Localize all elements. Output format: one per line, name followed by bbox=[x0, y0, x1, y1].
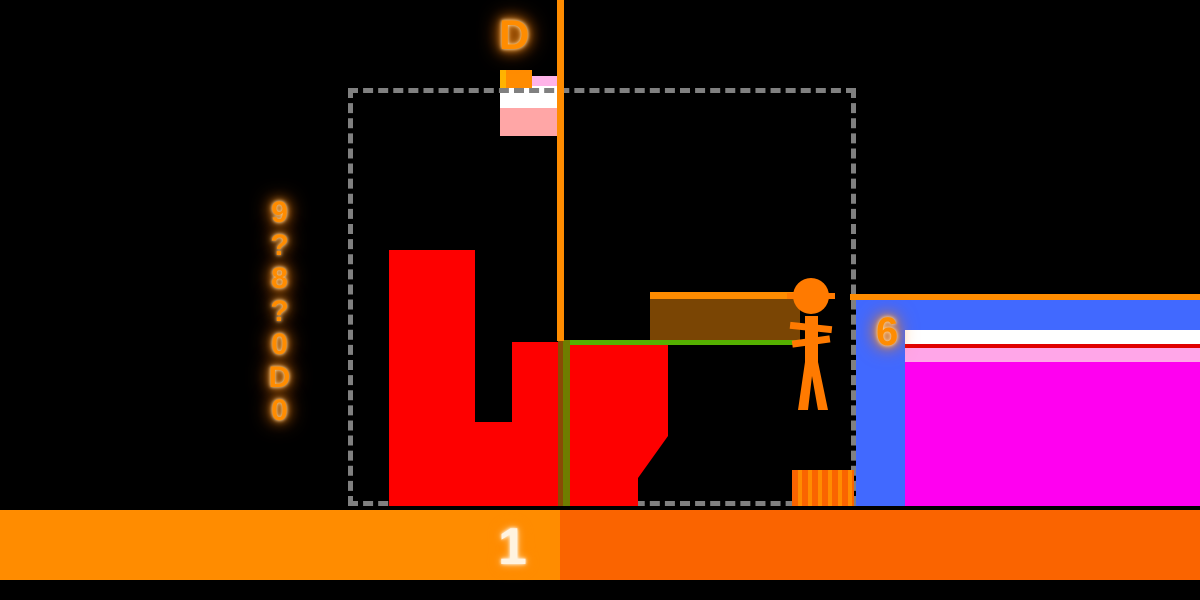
band-yellow-tab bbox=[500, 70, 506, 88]
band-pink-lower bbox=[500, 108, 562, 136]
statusbar-right[interactable] bbox=[560, 510, 1200, 580]
hatched-column[interactable] bbox=[792, 470, 854, 506]
playhead-tail bbox=[558, 341, 563, 506]
green-baseline bbox=[560, 340, 805, 345]
axis-vertical-label: 9?8?0D0 bbox=[263, 196, 296, 427]
top-marker-label: D bbox=[499, 11, 530, 58]
band-red-right bbox=[905, 344, 1200, 348]
brown-panel[interactable] bbox=[650, 292, 800, 340]
band-pink-right bbox=[905, 348, 1200, 362]
bottom-marker-label: 1 bbox=[498, 518, 527, 576]
band-orange-tab bbox=[500, 70, 532, 88]
person-icon[interactable] bbox=[786, 276, 836, 412]
magenta-panel[interactable] bbox=[905, 362, 1200, 506]
green-vertical-edge bbox=[563, 340, 570, 506]
right-marker-label: 6 bbox=[876, 310, 899, 354]
statusbar-left[interactable] bbox=[0, 510, 560, 580]
bar-right[interactable] bbox=[560, 338, 680, 506]
playhead-icon[interactable] bbox=[557, 0, 564, 341]
step-block[interactable] bbox=[430, 330, 562, 506]
bar-left[interactable] bbox=[389, 250, 475, 506]
band-white-right bbox=[905, 330, 1200, 344]
blue-panel-top-rule bbox=[850, 294, 1200, 300]
